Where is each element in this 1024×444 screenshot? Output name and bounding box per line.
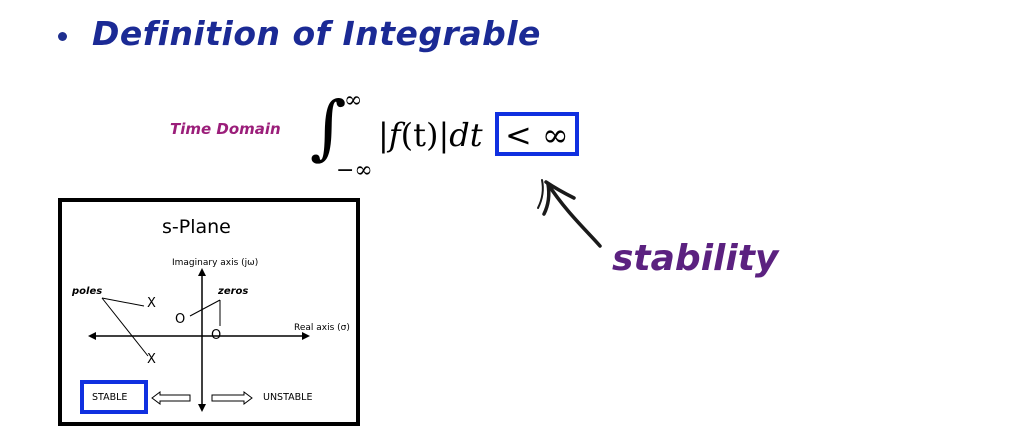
bullet-icon [58, 32, 67, 41]
s-plane-axes [88, 268, 310, 412]
pole-marker-lower: X [147, 352, 156, 367]
s-plane-figure: s-Plane Imaginary axis (jω) Real axis (σ… [58, 198, 360, 426]
zeros-label: zeros [218, 286, 249, 297]
real-axis-label: Real axis (σ) [294, 323, 350, 333]
abs-bar-open: | [378, 116, 389, 154]
unstable-label: UNSTABLE [263, 392, 313, 403]
slide-heading: Definition of Integrable [92, 14, 541, 53]
stability-annotation: stability [612, 238, 779, 279]
differential-dt: dt [449, 116, 483, 154]
stable-label: STABLE [92, 392, 128, 403]
integrand: |f(t)|dt [378, 116, 483, 154]
time-domain-label: Time Domain [170, 120, 281, 138]
integral-equation: ∫ ∞ −∞ |f(t)|dt < ∞ [310, 86, 590, 184]
stable-highlight-box [80, 380, 148, 414]
inequality-text: < ∞ [505, 116, 569, 154]
upper-limit: ∞ [344, 88, 363, 113]
function-argument: (t) [400, 116, 439, 154]
zero-marker-left: O [175, 312, 186, 327]
pole-marker-upper: X [147, 296, 156, 311]
imaginary-axis-label: Imaginary axis (jω) [172, 258, 259, 268]
inequality-highlight-box [495, 112, 579, 156]
integral-sign-icon: ∫ [310, 86, 347, 168]
s-plane-title: s-Plane [162, 216, 231, 238]
lower-limit: −∞ [336, 158, 373, 183]
poles-label: poles [72, 286, 103, 297]
abs-bar-close: | [438, 116, 450, 154]
function-f: f [388, 116, 401, 154]
